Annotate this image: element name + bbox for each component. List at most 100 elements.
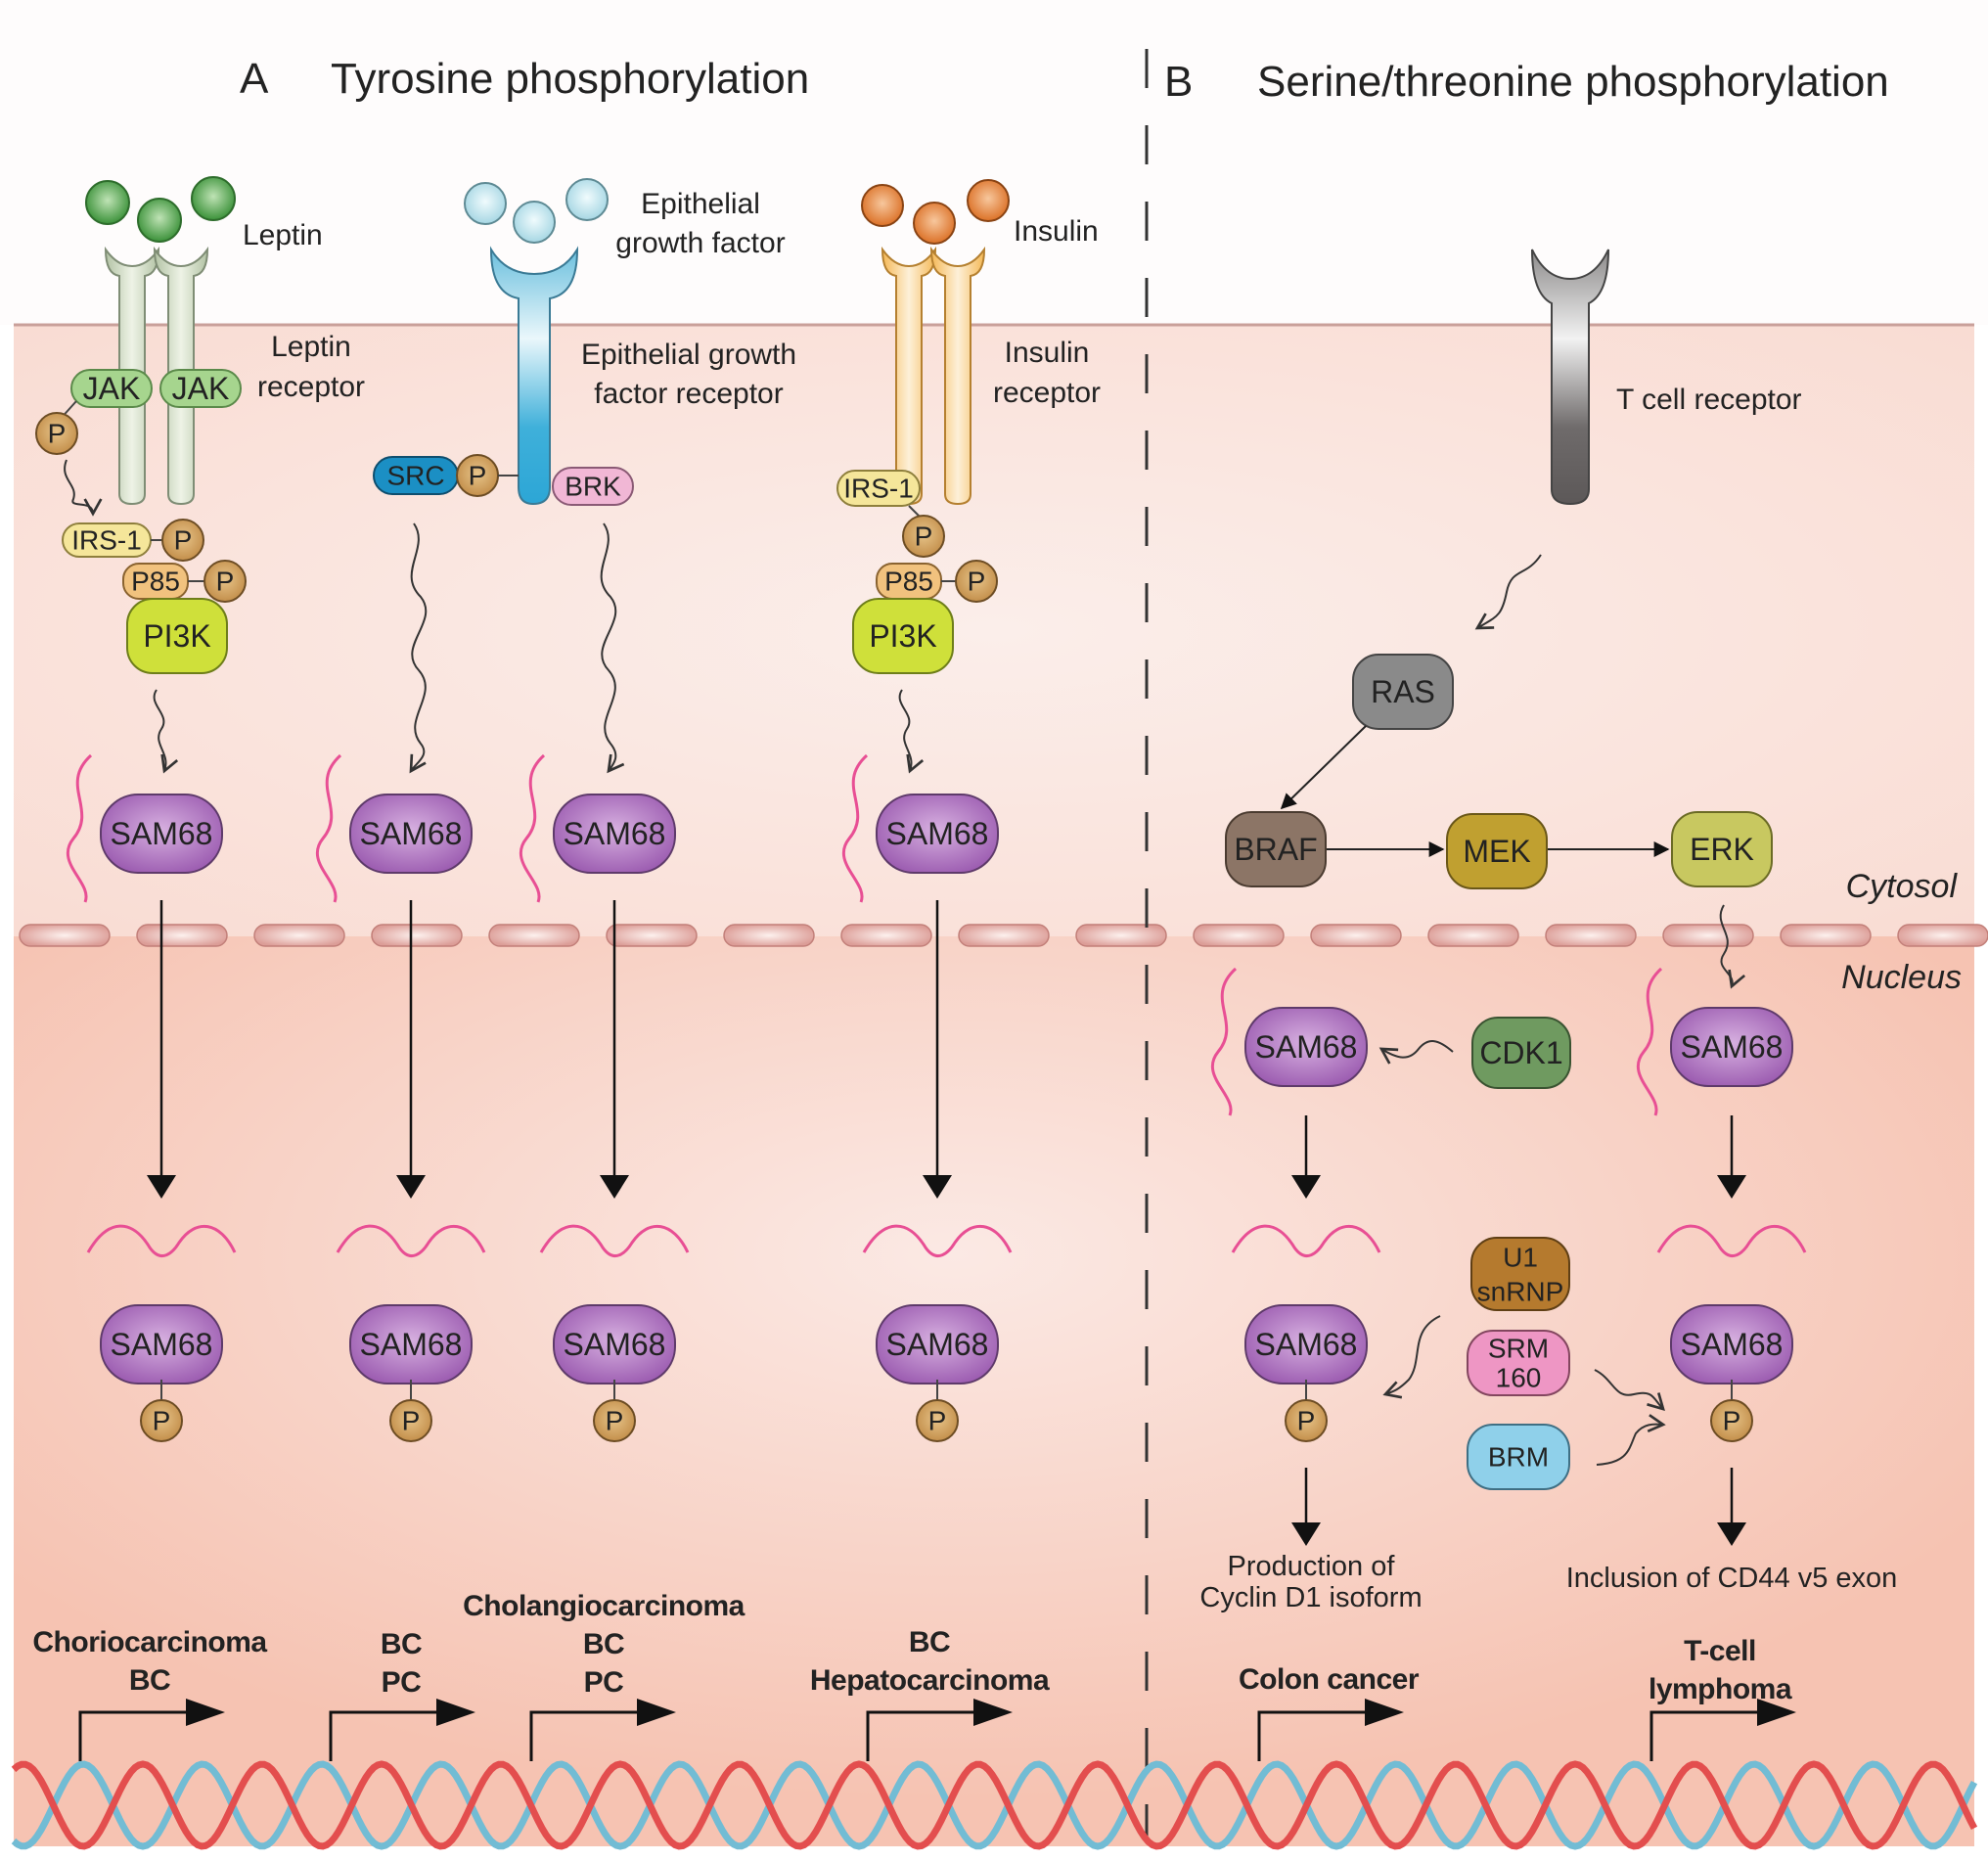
- phosphate-label: P: [968, 567, 986, 597]
- transcription-arrow-head: [637, 1699, 676, 1726]
- srm160-label-line2: 160: [1496, 1363, 1542, 1393]
- srm160-arrow: [1594, 1369, 1665, 1411]
- extracellular-region: [0, 0, 1988, 325]
- down-arrow-head: [1717, 1522, 1746, 1546]
- insulin-ligand: [967, 179, 1010, 222]
- nuclear-pore: [723, 924, 815, 947]
- dynamic-elements: SAM68SAM68PSAM68SAM68PSAM68SAM68PSAM68SA…: [11, 753, 1978, 1850]
- sam68-label: SAM68: [1255, 1029, 1358, 1065]
- sam68-node: [553, 794, 676, 874]
- nuclear-pore: [1545, 924, 1637, 947]
- mek-label: MEK: [1463, 834, 1530, 869]
- signal-arrow: [153, 689, 179, 774]
- transcription-start-arrow: [78, 1710, 188, 1761]
- rna-strand: [519, 753, 546, 903]
- sam68-label: SAM68: [360, 816, 463, 851]
- signal-arrow: [1474, 554, 1542, 630]
- egf-receptor-label-line1: Epithelial growth: [581, 339, 796, 371]
- pi3k-label: PI3K: [143, 618, 210, 654]
- irs1-label: IRS-1: [843, 474, 914, 504]
- disease-label: Choriocarcinoma: [32, 1626, 267, 1658]
- irs1-label: IRS-1: [71, 525, 142, 556]
- phosphate-label: P: [606, 1406, 624, 1436]
- phosphate-node: [161, 519, 204, 562]
- nuclear-envelope: [19, 924, 1988, 947]
- transcription-start-arrow: [329, 1710, 438, 1761]
- nuclear-pore: [840, 924, 932, 947]
- u1-arrow: [1382, 1315, 1441, 1399]
- leptin-ligand: [191, 176, 236, 221]
- leptin-receptor-label-line1: Leptin: [271, 331, 351, 363]
- nuclear-pore: [371, 924, 463, 947]
- panel-b-letter: B: [1164, 58, 1193, 106]
- ras-label: RAS: [1371, 674, 1435, 709]
- sam68-label: SAM68: [1681, 1029, 1784, 1065]
- pi3k-label: PI3K: [869, 618, 936, 654]
- sam68-node: [876, 794, 999, 874]
- brk-label: BRK: [565, 472, 621, 502]
- sam68-node: [349, 794, 473, 874]
- tcell-receptor-label: T cell receptor: [1616, 384, 1802, 416]
- rna-strand: [539, 1224, 690, 1258]
- sam68-label: SAM68: [886, 1327, 989, 1362]
- nuclear-pore: [488, 924, 580, 947]
- disease-label: Cholangiocarcinoma: [463, 1590, 746, 1622]
- phosphate-label: P: [153, 1406, 171, 1436]
- dna-strand-blue: [11, 1760, 1978, 1850]
- down-arrow-head: [396, 1175, 426, 1199]
- rna-strand: [1231, 1224, 1381, 1258]
- nuclear-pore: [1075, 924, 1167, 947]
- ras-node: [1352, 654, 1454, 730]
- disease-label: BC: [129, 1664, 170, 1697]
- nuclear-pore: [1662, 924, 1754, 947]
- down-arrow-head: [1291, 1175, 1321, 1199]
- insulin-pathway: Insulin Insulin receptor IRS-1 P P85 P P…: [836, 179, 1101, 674]
- transcription-start-arrow: [866, 1710, 975, 1761]
- mek-node: [1446, 813, 1548, 889]
- disease-label: PC: [382, 1666, 422, 1699]
- u1-snrnp-node: [1470, 1237, 1570, 1311]
- erk-label: ERK: [1690, 832, 1754, 867]
- p85-label: P85: [884, 567, 933, 597]
- disease-label: BC: [583, 1628, 624, 1660]
- nuclear-pore: [1310, 924, 1402, 947]
- transcription-arrow-head: [973, 1699, 1013, 1726]
- down-arrow-head: [1717, 1175, 1746, 1199]
- nuclear-pore: [136, 924, 228, 947]
- cyclin-outcome-line2: Cyclin D1 isoform: [1199, 1582, 1422, 1613]
- insulin-ligand: [861, 184, 904, 227]
- egf-receptor-label-line2: factor receptor: [594, 378, 783, 410]
- jak-label: JAK: [83, 371, 141, 406]
- transcription-arrow-head: [436, 1699, 475, 1726]
- sam68-label: SAM68: [111, 816, 213, 851]
- phosphate-node: [140, 1399, 183, 1442]
- signal-arrows: [153, 522, 925, 774]
- down-arrow-head: [600, 1175, 629, 1199]
- rna-strand: [86, 1224, 237, 1258]
- tcell-receptor: [1531, 249, 1609, 506]
- pi3k-node: [852, 598, 954, 674]
- nuclear-pore: [1897, 924, 1988, 947]
- brm-node: [1467, 1424, 1570, 1490]
- egf-ligand: [513, 201, 556, 244]
- phosphate-label: P: [216, 567, 235, 597]
- phosphate-node: [593, 1399, 636, 1442]
- nuclear-pore: [958, 924, 1050, 947]
- rna-strand: [1210, 967, 1238, 1116]
- cytosol-label: Cytosol: [1846, 868, 1959, 905]
- sam68-label: SAM68: [886, 816, 989, 851]
- erk-node: [1671, 811, 1773, 887]
- rna-strand: [862, 1224, 1013, 1258]
- leptin-receptor-label-line2: receptor: [257, 371, 365, 403]
- insulin-receptor: [881, 246, 986, 506]
- jak-node: [70, 369, 153, 408]
- cd44-outcome: Inclusion of CD44 v5 exon: [1566, 1563, 1898, 1594]
- cdk1-label: CDK1: [1479, 1035, 1562, 1070]
- phosphate-node: [1285, 1399, 1328, 1442]
- disease-label: PC: [584, 1666, 624, 1699]
- signal-arrow: [600, 522, 625, 774]
- phosphate-node: [1710, 1399, 1753, 1442]
- brm-arrow: [1596, 1414, 1666, 1466]
- rna-strand: [1656, 1224, 1807, 1258]
